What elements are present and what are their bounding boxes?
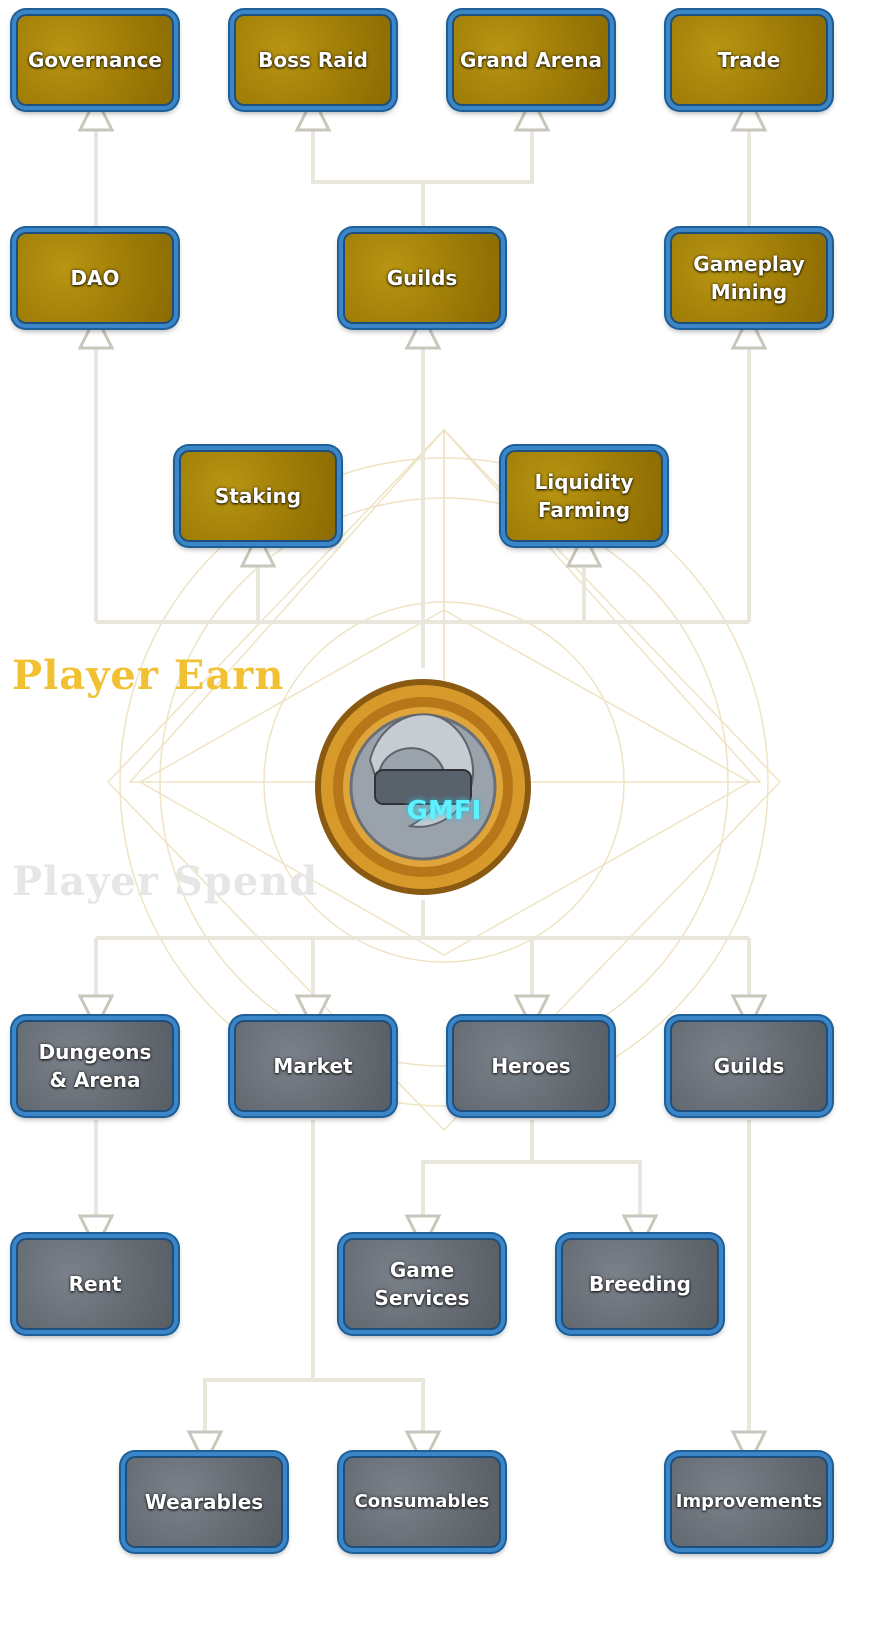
node-trade: Trade: [666, 10, 832, 110]
background-ornament: [106, 428, 782, 1132]
node-improvements: Improvements: [666, 1452, 832, 1552]
node-governance: Governance: [12, 10, 178, 110]
node-staking: Staking: [175, 446, 341, 546]
node-wearables: Wearables: [121, 1452, 287, 1552]
node-breeding: Breeding: [557, 1234, 723, 1334]
node-dungeons-arena: Dungeons & Arena: [12, 1016, 178, 1116]
node-guilds-spend: Guilds: [666, 1016, 832, 1116]
node-game-services: Game Services: [339, 1234, 505, 1334]
token-symbol: GMFI: [406, 796, 482, 826]
node-heroes: Heroes: [448, 1016, 614, 1116]
node-gameplay-mining: Gameplay Mining: [666, 228, 832, 328]
node-market: Market: [230, 1016, 396, 1116]
player-spend-label: Player Spend: [12, 858, 319, 905]
player-earn-label: Player Earn: [12, 652, 285, 699]
node-liquidity-farming: Liquidity Farming: [501, 446, 667, 546]
earn-connectors: [77, 94, 768, 668]
node-consumables: Consumables: [339, 1452, 505, 1552]
node-guilds-earn: Guilds: [339, 228, 505, 328]
node-boss-raid: Boss Raid: [230, 10, 396, 110]
node-grand-arena: Grand Arena: [448, 10, 614, 110]
spend-connectors: [77, 900, 768, 1468]
node-dao: DAO: [12, 228, 178, 328]
node-rent: Rent: [12, 1234, 178, 1334]
dragon-coin-icon: [315, 679, 531, 895]
